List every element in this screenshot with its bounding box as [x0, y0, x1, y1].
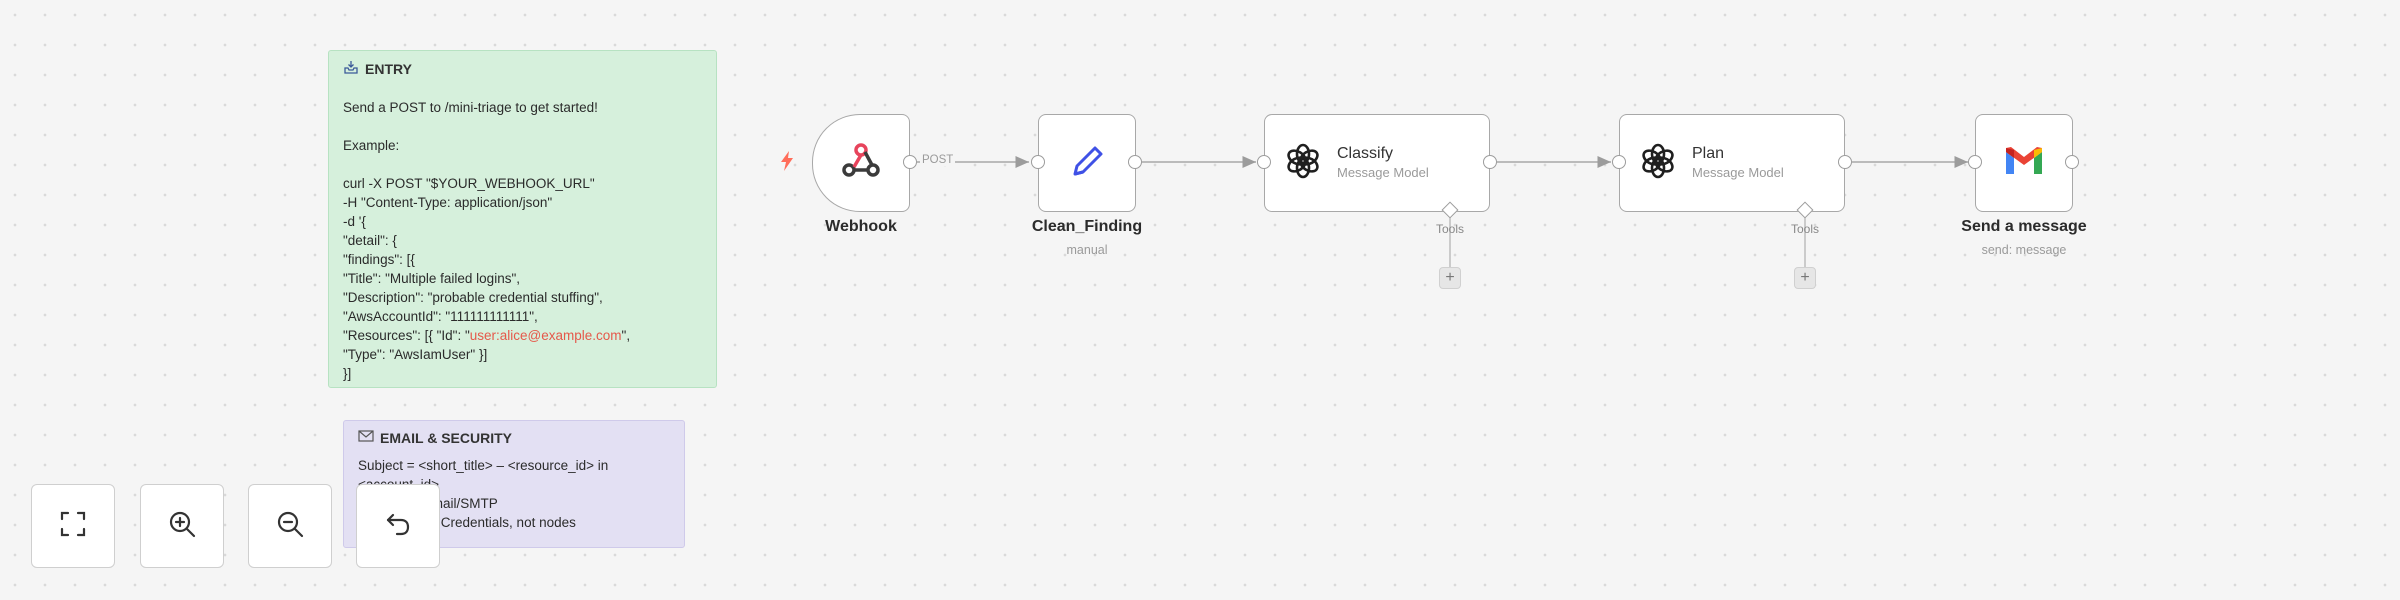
plan-input-port[interactable] — [1612, 155, 1626, 169]
zoom-in-icon — [167, 509, 197, 544]
gmail-icon — [2003, 144, 2045, 183]
send-message-subtitle: send: message — [1981, 243, 2067, 257]
note-line: Example: — [343, 138, 400, 153]
node-webhook[interactable] — [812, 114, 910, 212]
clean-output-port[interactable] — [1128, 155, 1142, 169]
plan-subtitle: Message Model — [1692, 165, 1784, 180]
plan-name: Plan — [1692, 145, 1725, 162]
note-line: "Type": "AwsIamUser" }] — [343, 347, 488, 362]
fit-view-icon — [58, 509, 88, 544]
resources-suffix: ", — [621, 328, 631, 343]
node-classify[interactable]: Classify Message Model — [1264, 114, 1490, 212]
clean-finding-name: Clean_Finding — [1031, 218, 1143, 235]
note-line: "findings": [{ — [343, 252, 415, 267]
send-input-port[interactable] — [1968, 155, 1982, 169]
clean-input-port[interactable] — [1031, 155, 1045, 169]
pencil-icon — [1067, 141, 1107, 186]
inbox-tray-icon — [343, 59, 359, 80]
note-line: }] — [343, 366, 352, 381]
fit-view-button[interactable] — [31, 484, 115, 568]
edge-post-label: POST — [920, 154, 956, 166]
undo-icon — [383, 509, 413, 544]
classify-name: Classify — [1337, 145, 1394, 162]
clean-finding-subtitle: manual — [1066, 243, 1108, 257]
node-clean-finding[interactable] — [1038, 114, 1136, 212]
envelope-icon — [358, 429, 374, 448]
note-line: Subject = <short_title> – <resource_id> … — [358, 458, 609, 473]
openai-icon — [1283, 141, 1323, 186]
note-line: "Description": "probable credential stuf… — [343, 290, 603, 305]
email-note-title: EMAIL & SECURITY — [380, 430, 512, 446]
webhook-name: Webhook — [825, 218, 897, 235]
send-message-name: Send a message — [1961, 218, 2087, 235]
send-output-port[interactable] — [2065, 155, 2079, 169]
classify-add-tool-button[interactable]: + — [1439, 267, 1461, 289]
trigger-bolt-icon — [779, 151, 795, 176]
note-line — [343, 155, 702, 174]
classify-tools-label: Tools — [1436, 222, 1465, 236]
classify-subtitle: Message Model — [1337, 165, 1429, 180]
note-line: "Title": "Multiple failed logins", — [343, 271, 520, 286]
note-line: curl -X POST "$YOUR_WEBHOOK_URL" — [343, 176, 595, 191]
note-line: Send a POST to /mini-triage to get start… — [343, 100, 598, 115]
entry-note-title-row: ENTRY — [343, 59, 702, 80]
note-line-resources: "Resources": [{ "Id": "user:alice@exampl… — [343, 326, 702, 345]
webhook-output-port[interactable] — [903, 155, 917, 169]
webhook-icon — [841, 141, 881, 186]
note-line: "detail": { — [343, 233, 397, 248]
resource-id-link[interactable]: user:alice@example.com — [469, 328, 622, 343]
note-line: "AwsAccountId": "111111111111", — [343, 309, 538, 324]
plan-output-port[interactable] — [1838, 155, 1852, 169]
classify-output-port[interactable] — [1483, 155, 1497, 169]
resources-prefix: "Resources": [{ "Id": " — [343, 328, 470, 343]
note-line — [343, 117, 702, 136]
classify-input-port[interactable] — [1257, 155, 1271, 169]
plan-tools-label: Tools — [1791, 222, 1820, 236]
node-send-message[interactable] — [1975, 114, 2073, 212]
email-note-title-row: EMAIL & SECURITY — [358, 429, 670, 448]
zoom-out-button[interactable] — [248, 484, 332, 568]
zoom-in-button[interactable] — [140, 484, 224, 568]
note-line: -H "Content-Type: application/json" — [343, 195, 553, 210]
entry-sticky-note[interactable]: ENTRY Send a POST to /mini-triage to get… — [328, 50, 717, 388]
node-plan[interactable]: Plan Message Model — [1619, 114, 1845, 212]
entry-note-title: ENTRY — [365, 61, 412, 77]
note-line: -d '{ — [343, 214, 366, 229]
zoom-out-icon — [275, 509, 305, 544]
plan-add-tool-button[interactable]: + — [1794, 267, 1816, 289]
openai-icon — [1638, 141, 1678, 186]
undo-button[interactable] — [356, 484, 440, 568]
